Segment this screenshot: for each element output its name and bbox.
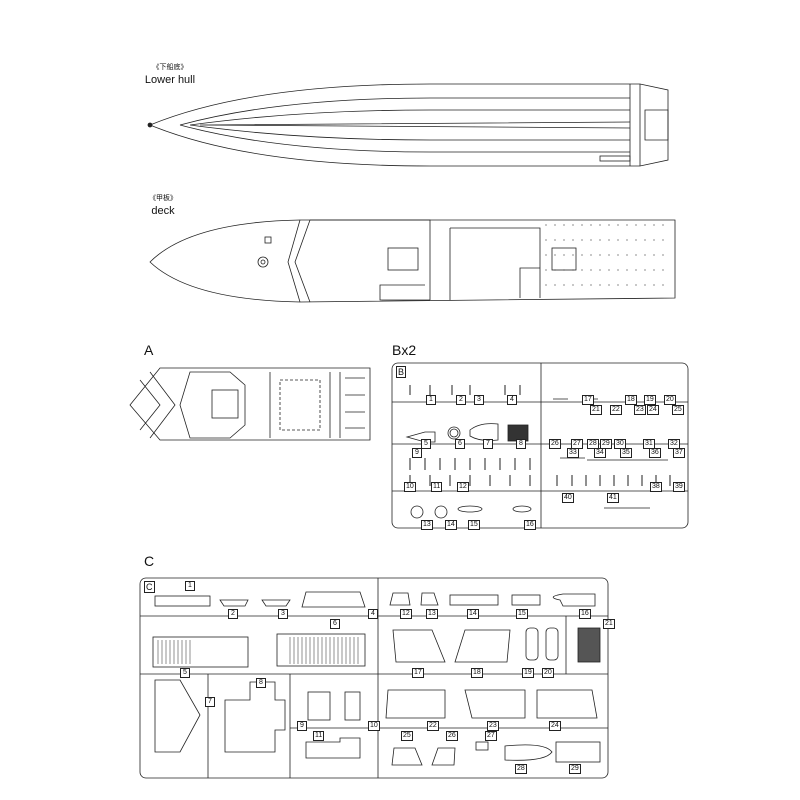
- sprue-b-part-10-tag: 10: [404, 482, 416, 492]
- section-c-label: C: [144, 553, 155, 569]
- sprue-b-part-33-tag: 33: [567, 448, 579, 458]
- sprue-b-part-21-tag: 21: [590, 405, 602, 415]
- sprue-c-part-3-tag: 3: [278, 609, 288, 619]
- sprue-b-part-11-tag: 11: [431, 482, 443, 492]
- sprue-b-part-16-tag: 16: [524, 520, 536, 530]
- section-b-label: Bx2: [392, 342, 417, 358]
- sprue-c-part-22-tag: 22: [427, 721, 439, 731]
- sprue-b-part-23-tag: 23: [634, 405, 646, 415]
- sprue-c-part-1-tag: 1: [185, 581, 195, 591]
- sprue-b-part-12-tag: 12: [457, 482, 469, 492]
- sprue-b-part-7-tag: 7: [483, 439, 493, 449]
- sprue-b-part-22-tag: 22: [610, 405, 622, 415]
- section-a-label: A: [144, 342, 154, 358]
- sprue-b-part-38-tag: 38: [650, 482, 662, 492]
- sprue-b-part-40-tag: 40: [562, 493, 574, 503]
- sprue-b-part-6-tag: 6: [455, 439, 465, 449]
- sprue-c-part-6-tag: 6: [330, 619, 340, 629]
- sprue-c-part-5-tag: 5: [180, 668, 190, 678]
- sprue-c-part-20-tag: 20: [542, 668, 554, 678]
- sprue-c-part-4-tag: 4: [368, 609, 378, 619]
- sprue-b-part-39-tag: 39: [673, 482, 685, 492]
- sprue-b-part-41-tag: 41: [607, 493, 619, 503]
- sprue-b-part-2-tag: 2: [456, 395, 466, 405]
- sprue-b-frame: [391, 362, 689, 529]
- lower-hull-label-cn: 《下船底》: [152, 64, 188, 71]
- sprue-c-part-17-tag: 17: [412, 668, 424, 678]
- deck-label-en: deck: [151, 205, 175, 217]
- deck-texture: [545, 224, 670, 286]
- sprue-c-part-25-tag: 25: [401, 731, 413, 741]
- sprue-b-part-3-tag: 3: [474, 395, 484, 405]
- sprue-c-part-18-tag: 18: [471, 668, 483, 678]
- sprue-c-part-8-tag: 8: [256, 678, 266, 688]
- sprue-c-part-14-tag: 14: [467, 609, 479, 619]
- sprue-c-part-21-tag: 21: [603, 619, 615, 629]
- sprue-b-part-13-tag: 13: [421, 520, 433, 530]
- sprue-c-part-15-tag: 15: [516, 609, 528, 619]
- sprue-b-part-25-tag: 25: [672, 405, 684, 415]
- lower-hull-label: 《下船底》 Lower hull: [140, 62, 200, 86]
- sprue-c-part-12-tag: 12: [400, 609, 412, 619]
- sprue-c-part-9-tag: 9: [297, 721, 307, 731]
- sprue-b-part-18-tag: 18: [625, 395, 637, 405]
- sprue-b-part-1-tag: 1: [426, 395, 436, 405]
- sprue-b-part-5-tag: 5: [421, 439, 431, 449]
- sprue-b-part-17-tag: 17: [582, 395, 594, 405]
- sprue-b-part-15-tag: 15: [468, 520, 480, 530]
- lower-hull-drawing: [147, 83, 669, 167]
- sprue-b-part-9-tag: 9: [412, 448, 422, 458]
- deck-label-cn: 《甲板》: [149, 195, 177, 202]
- sprue-c-part-24-tag: 24: [549, 721, 561, 731]
- sprue-b-part-35-tag: 35: [620, 448, 632, 458]
- part-a-drawing: [129, 367, 371, 441]
- sprue-b-part-24-tag: 24: [647, 405, 659, 415]
- sprue-b-part-36-tag: 36: [649, 448, 661, 458]
- deck-label: 《甲板》 deck: [138, 193, 188, 217]
- sprue-c-part-10-tag: 10: [368, 721, 380, 731]
- sprue-b-letter: B: [396, 366, 407, 378]
- sprue-b-part-37-tag: 37: [673, 448, 685, 458]
- sprue-c-part-23-tag: 23: [487, 721, 499, 731]
- sprue-b-part-34-tag: 34: [594, 448, 606, 458]
- sprue-c-letter: C: [144, 581, 155, 593]
- sprue-b-part-20-tag: 20: [664, 395, 676, 405]
- lower-hull-label-en: Lower hull: [144, 74, 196, 86]
- sprue-b-part-28-tag: 28: [587, 439, 599, 449]
- sprue-c-part-19-tag: 19: [522, 668, 534, 678]
- sprue-b-part-29-tag: 29: [600, 439, 612, 449]
- sprue-c-part-2-tag: 2: [228, 609, 238, 619]
- sprue-c-frame: [139, 577, 609, 779]
- sprue-b-part-19-tag: 19: [644, 395, 656, 405]
- sprue-b-part-4-tag: 4: [507, 395, 517, 405]
- sprue-b-part-31-tag: 31: [643, 439, 655, 449]
- sprue-c-part-16-tag: 16: [579, 609, 591, 619]
- sprue-c-part-13-tag: 13: [426, 609, 438, 619]
- sprue-c-part-7-tag: 7: [205, 697, 215, 707]
- sprue-c-part-28-tag: 28: [515, 764, 527, 774]
- sprue-c-part-27-tag: 27: [485, 731, 497, 741]
- sprue-b-part-30-tag: 30: [614, 439, 626, 449]
- sprue-c-part-29-tag: 29: [569, 764, 581, 774]
- deck-drawing: [149, 219, 676, 303]
- sprue-c-part-26-tag: 26: [446, 731, 458, 741]
- sprue-b-part-8-tag: 8: [516, 439, 526, 449]
- sprue-c-part-11-tag: 11: [313, 731, 325, 741]
- sprue-b-part-14-tag: 14: [445, 520, 457, 530]
- sprue-b-part-26-tag: 26: [549, 439, 561, 449]
